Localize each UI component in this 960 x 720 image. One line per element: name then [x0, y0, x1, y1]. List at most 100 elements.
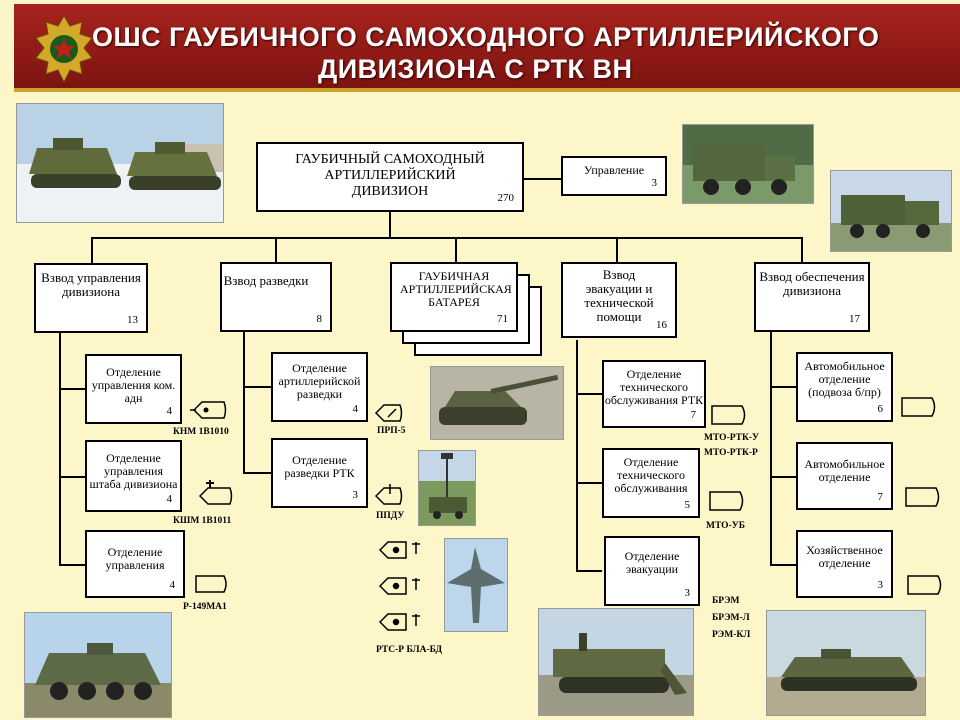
connector-mgmt	[523, 178, 562, 180]
col4-num: 5	[684, 499, 691, 511]
col1-box-1: Отделение управления ком. адн 4	[85, 354, 182, 424]
recovery-vehicle-icon	[553, 633, 687, 695]
equip-label: ПРП-5	[377, 426, 406, 436]
col5-label: Автомобильное отделение (подвоза б/пр)	[804, 359, 885, 399]
col1-num: 4	[169, 579, 176, 591]
equip-label: МТО-УБ	[706, 521, 745, 531]
col1-label: Отделение управления	[105, 545, 165, 572]
vehicle-symbol-icon	[907, 575, 942, 595]
connector-l2-5	[801, 237, 803, 263]
trunk-col4	[576, 340, 578, 572]
col4-label: Отделение эвакуации	[624, 549, 680, 576]
howitzer-icon	[439, 374, 559, 425]
header-bar	[14, 4, 960, 88]
apc-icon	[35, 643, 161, 700]
col1-num: 4	[166, 493, 173, 505]
mgmt-label: Управление	[583, 163, 645, 177]
col5-num: 3	[877, 579, 884, 591]
level2-box-5: Взвод обеспечения дивизиона 17	[754, 262, 870, 332]
col5-num: 6	[877, 403, 884, 415]
vehicle-symbol-icon	[190, 401, 227, 419]
level2-label: ГАУБИЧНАЯ АРТИЛЛЕРИЙСКАЯ БАТАРЕЯ	[400, 269, 512, 309]
truck-icon	[693, 145, 795, 195]
mgmt-num: 3	[651, 177, 658, 189]
branch-col4-2	[576, 482, 602, 484]
main-division-label: ГАУБИЧНЫЙ САМОХОДНЫЙ АРТИЛЛЕРИЙСКИЙ ДИВИ…	[295, 152, 485, 199]
level2-num: 16	[656, 319, 667, 331]
level2-label: Взвод обеспечения дивизиона	[759, 269, 865, 298]
equip-label: БРЭМ	[712, 596, 740, 606]
equip-label: БРЭМ-Л	[712, 613, 750, 623]
photo-apc	[24, 612, 172, 718]
connector-main-down	[389, 210, 391, 238]
level2-num: 71	[497, 313, 508, 325]
photo-command-truck	[682, 124, 814, 204]
truck-icon	[841, 195, 939, 238]
trunk-col5	[770, 332, 772, 565]
photo-armored-vehicles-snow	[16, 103, 224, 223]
connector-l2-2	[275, 237, 277, 263]
vehicle-symbol-icon	[711, 405, 746, 425]
main-division-box: ГАУБИЧНЫЙ САМОХОДНЫЙ АРТИЛЛЕРИЙСКИЙ ДИВИ…	[256, 142, 524, 212]
branch-col5-2	[770, 476, 796, 478]
photo-mast-antenna-vehicle	[418, 450, 476, 526]
vehicle-symbol-icon	[198, 480, 233, 505]
armored-vehicle-icon	[29, 138, 121, 188]
branch-col5-1	[770, 386, 796, 388]
equip-label: РЭМ-КЛ	[712, 630, 751, 640]
col5-box-2: Автомобильное отделение 7	[796, 442, 893, 510]
equip-label: КНМ 1В1010	[173, 427, 229, 437]
level2-box-3: ГАУБИЧНАЯ АРТИЛЛЕРИЙСКАЯ БАТАРЕЯ 71	[390, 262, 518, 332]
equip-label: МТО-РТК-Р	[704, 448, 758, 458]
branch-col2-2	[243, 472, 271, 474]
col5-box-3: Хозяйственное отделение 3	[796, 530, 893, 598]
branch-col1-3	[59, 564, 85, 566]
vehicle-symbol-icon	[374, 404, 403, 422]
trunk-col2	[243, 332, 245, 474]
armored-vehicle-icon	[127, 142, 221, 190]
connector-l2-4	[616, 237, 618, 263]
level2-num: 13	[127, 314, 138, 326]
connector-l2-1	[91, 237, 93, 264]
equip-label: Р-149МА1	[183, 602, 227, 612]
main-division-num: 270	[497, 192, 515, 204]
col2-num: 3	[352, 489, 359, 501]
col2-num: 4	[352, 403, 359, 415]
mgmt-box: Управление 3	[561, 156, 667, 196]
col2-box-2: Отделение разведки РТК 3	[271, 438, 368, 508]
level2-box-4: Взвод эвакуации и технической помощи 16	[561, 262, 677, 338]
col4-box-1: Отделение технического обслуживания РТК …	[602, 360, 706, 428]
vehicle-symbol-icon	[901, 397, 936, 417]
level2-num: 17	[849, 313, 860, 325]
branch-col1-2	[59, 476, 85, 478]
level2-box-1: Взвод управления дивизиона 13	[34, 263, 148, 333]
branch-col4-1	[576, 393, 602, 395]
equip-label: КШМ 1В1011	[173, 516, 232, 526]
col1-num: 4	[166, 405, 173, 417]
equip-label: ППДУ	[376, 511, 405, 521]
col4-num: 7	[690, 409, 697, 421]
vehicle-symbol-icon	[195, 575, 227, 593]
branch-col1-1	[59, 388, 85, 390]
vehicle-symbol-icon	[709, 491, 744, 511]
photo-drone	[444, 538, 508, 632]
col4-box-3: Отделение эвакуации 3	[604, 536, 700, 606]
level2-label: Взвод управления дивизиона	[41, 270, 141, 299]
col4-label: Отделение технического обслуживания	[614, 455, 688, 495]
branch-col2-1	[243, 386, 271, 388]
photo-tracked-vehicle	[766, 610, 926, 716]
branch-col5-3	[770, 564, 796, 566]
page-title-line2: ДИВИЗИОНА С РТК ВН	[318, 54, 633, 84]
col1-box-2: Отделение управления штаба дивизиона 4	[85, 440, 182, 512]
col1-label: Отделение управления штаба дивизиона	[89, 451, 178, 491]
military-emblem-icon	[35, 15, 93, 84]
col4-box-2: Отделение технического обслуживания 5	[602, 448, 700, 518]
trunk-col1	[59, 333, 61, 565]
col4-num: 3	[684, 587, 691, 599]
col2-label: Отделение разведки РТК	[284, 453, 355, 480]
branch-col4-3	[576, 570, 602, 572]
vehicle-symbol-icon	[905, 487, 940, 507]
photo-recovery-vehicle	[538, 608, 694, 716]
col4-label: Отделение технического обслуживания РТК	[604, 367, 704, 407]
robot-system-symbols-icon	[378, 541, 420, 631]
